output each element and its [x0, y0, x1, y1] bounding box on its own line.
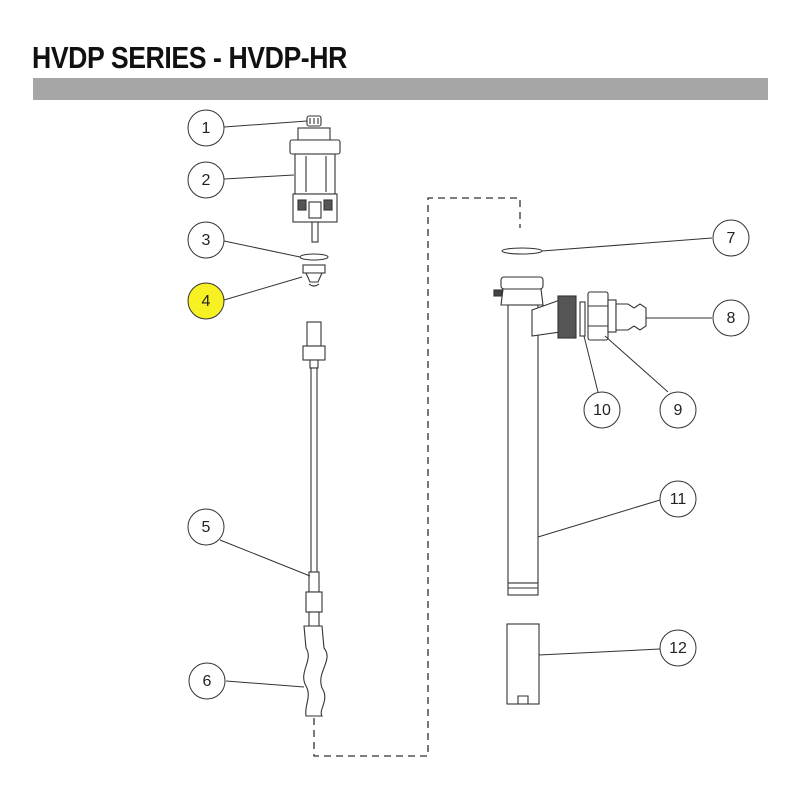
callout-12-number: 12: [669, 640, 687, 657]
callout-8-number: 8: [727, 310, 736, 327]
callout-12-circle: [659, 629, 697, 667]
callout-8-circle: [712, 299, 750, 337]
assembly-dashed-line: [313, 197, 521, 757]
callout-7-circle: [712, 219, 750, 257]
callout-4-circle-highlighted: [187, 282, 225, 320]
part-11-tube: [493, 276, 577, 596]
callout-12[interactable]: 12: [659, 629, 697, 667]
leader-11: [537, 499, 661, 538]
callout-1[interactable]: 1: [187, 109, 225, 147]
part-5-shaft: [302, 321, 326, 627]
callout-8[interactable]: 8: [712, 299, 750, 337]
callout-2-circle: [187, 161, 225, 199]
callout-10[interactable]: 10: [583, 391, 621, 429]
callout-11-number: 11: [670, 491, 687, 508]
callout-4-number: 4: [202, 293, 211, 310]
leader-6: [225, 680, 305, 688]
callout-6-number: 6: [203, 673, 212, 690]
leader-lines: [219, 120, 713, 688]
leader-4: [223, 276, 303, 301]
leader-10: [583, 335, 599, 393]
callout-6-circle: [188, 662, 226, 700]
leader-9: [604, 335, 669, 393]
leader-5: [219, 539, 311, 577]
part-2-motor: [289, 127, 341, 243]
part-3-ring: [299, 253, 329, 261]
part-7-ring: [501, 247, 543, 255]
part-1-screw: [306, 115, 322, 127]
callout-5-number: 5: [202, 519, 211, 536]
title-bar: [33, 78, 768, 100]
callout-7-number: 7: [727, 230, 736, 247]
callout-2[interactable]: 2: [187, 161, 225, 199]
callout-6[interactable]: 6: [188, 662, 226, 700]
callout-4[interactable]: 4: [187, 282, 225, 320]
callout-3[interactable]: 3: [187, 221, 225, 259]
part-10-gasket: [579, 301, 586, 337]
callout-7[interactable]: 7: [712, 219, 750, 257]
callout-9-circle: [659, 391, 697, 429]
part-8-hose-barb: [607, 299, 647, 333]
callout-1-circle: [187, 109, 225, 147]
part-12-tube-end: [506, 623, 540, 705]
page-title: HVDP SERIES - HVDP-HR: [32, 40, 347, 75]
callout-5-circle: [187, 508, 225, 546]
leader-7: [541, 237, 713, 252]
part-6-rotor: [303, 625, 328, 717]
callout-9[interactable]: 9: [659, 391, 697, 429]
callout-5[interactable]: 5: [187, 508, 225, 546]
callout-2-number: 2: [202, 172, 211, 189]
leader-2: [223, 174, 295, 180]
leader-12: [538, 648, 661, 656]
callout-3-number: 3: [202, 232, 211, 249]
callout-9-number: 9: [674, 402, 683, 419]
callout-10-circle: [583, 391, 621, 429]
leader-1: [223, 120, 308, 128]
part-4-coupling: [302, 264, 326, 287]
callout-10-number: 10: [593, 402, 611, 419]
leader-3: [223, 240, 301, 258]
callout-11-circle: [659, 480, 697, 518]
callout-1-number: 1: [202, 120, 211, 137]
callout-3-circle: [187, 221, 225, 259]
part-9-nut: [587, 291, 609, 341]
callout-11[interactable]: 11: [659, 480, 697, 518]
